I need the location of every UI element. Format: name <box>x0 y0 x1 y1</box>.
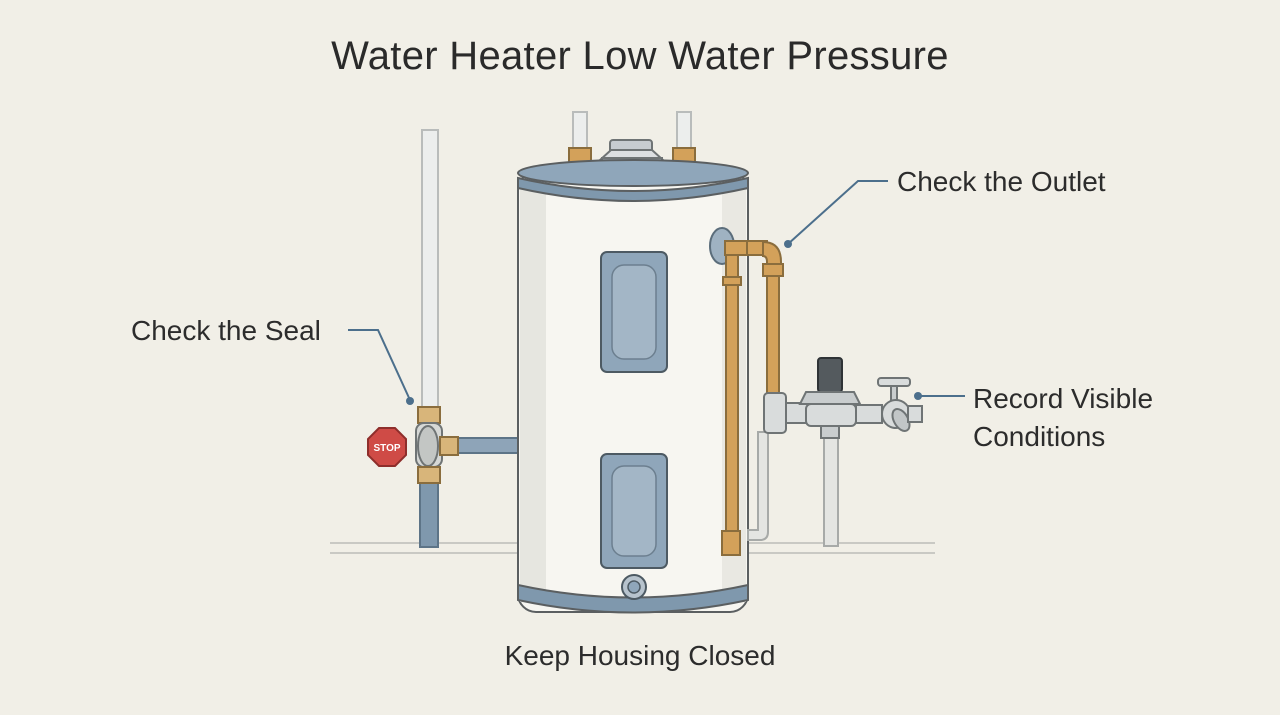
lower-access-panel <box>600 453 668 569</box>
caption-keep-housing-closed: Keep Housing Closed <box>504 640 776 671</box>
leader-outlet <box>787 180 888 245</box>
diagram-title: Water Heater Low Water Pressure <box>331 34 949 78</box>
left-supply-pipe <box>419 129 439 548</box>
copper-pipes <box>721 240 784 556</box>
label-check-seal: Check the Seal <box>131 315 321 346</box>
leader-dots <box>406 240 922 405</box>
stop-sign-text: STOP <box>373 443 400 454</box>
upper-access-panel <box>600 251 668 373</box>
label-record-line1: Record Visible <box>973 383 1154 414</box>
stop-sign-icon: STOP <box>367 427 407 467</box>
leader-seal <box>348 329 411 401</box>
ball-valve <box>877 377 923 432</box>
right-gray-pipes <box>747 431 839 547</box>
inlet-pipe <box>454 437 522 454</box>
water-heater-tank <box>517 159 749 614</box>
pressure-regulator <box>763 357 883 439</box>
leader-lines <box>348 180 965 401</box>
label-record-conditions: Record Visible Conditions <box>973 380 1153 456</box>
shutoff-valve <box>415 406 459 484</box>
label-record-line2: Conditions <box>973 421 1106 452</box>
tank-top-pipes <box>568 111 696 165</box>
drain-valve <box>621 574 647 600</box>
label-check-outlet: Check the Outlet <box>897 166 1106 197</box>
